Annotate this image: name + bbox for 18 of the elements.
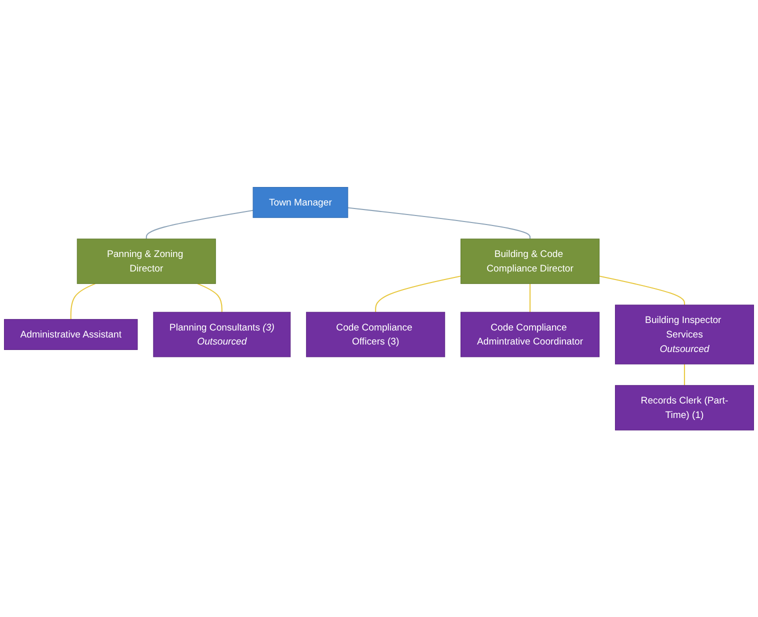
node-box [460,312,600,357]
connector [684,364,686,386]
node-box [252,186,348,218]
node-box [153,312,291,357]
connector [146,210,254,239]
connector [348,207,531,239]
connector [70,282,96,320]
node-box [306,312,446,357]
node-box [4,318,138,350]
node-box [614,384,754,430]
org-chart: Town Manager Panning & Zoning Director Building & Code Compliance Director Code Compliance Officers (3) Administrative Assistant Code Compliance Admintrative Coordinator Building Inspector Services Outsourced Records Clerk (Part-Time) (1) Planning Consultants (3) Outsourced [0,182,758,434]
connector [375,275,461,312]
node-box [614,304,754,364]
connector [530,283,531,312]
connector [197,282,222,312]
node-box [460,238,600,284]
connector [599,275,686,305]
node-box [76,238,216,284]
